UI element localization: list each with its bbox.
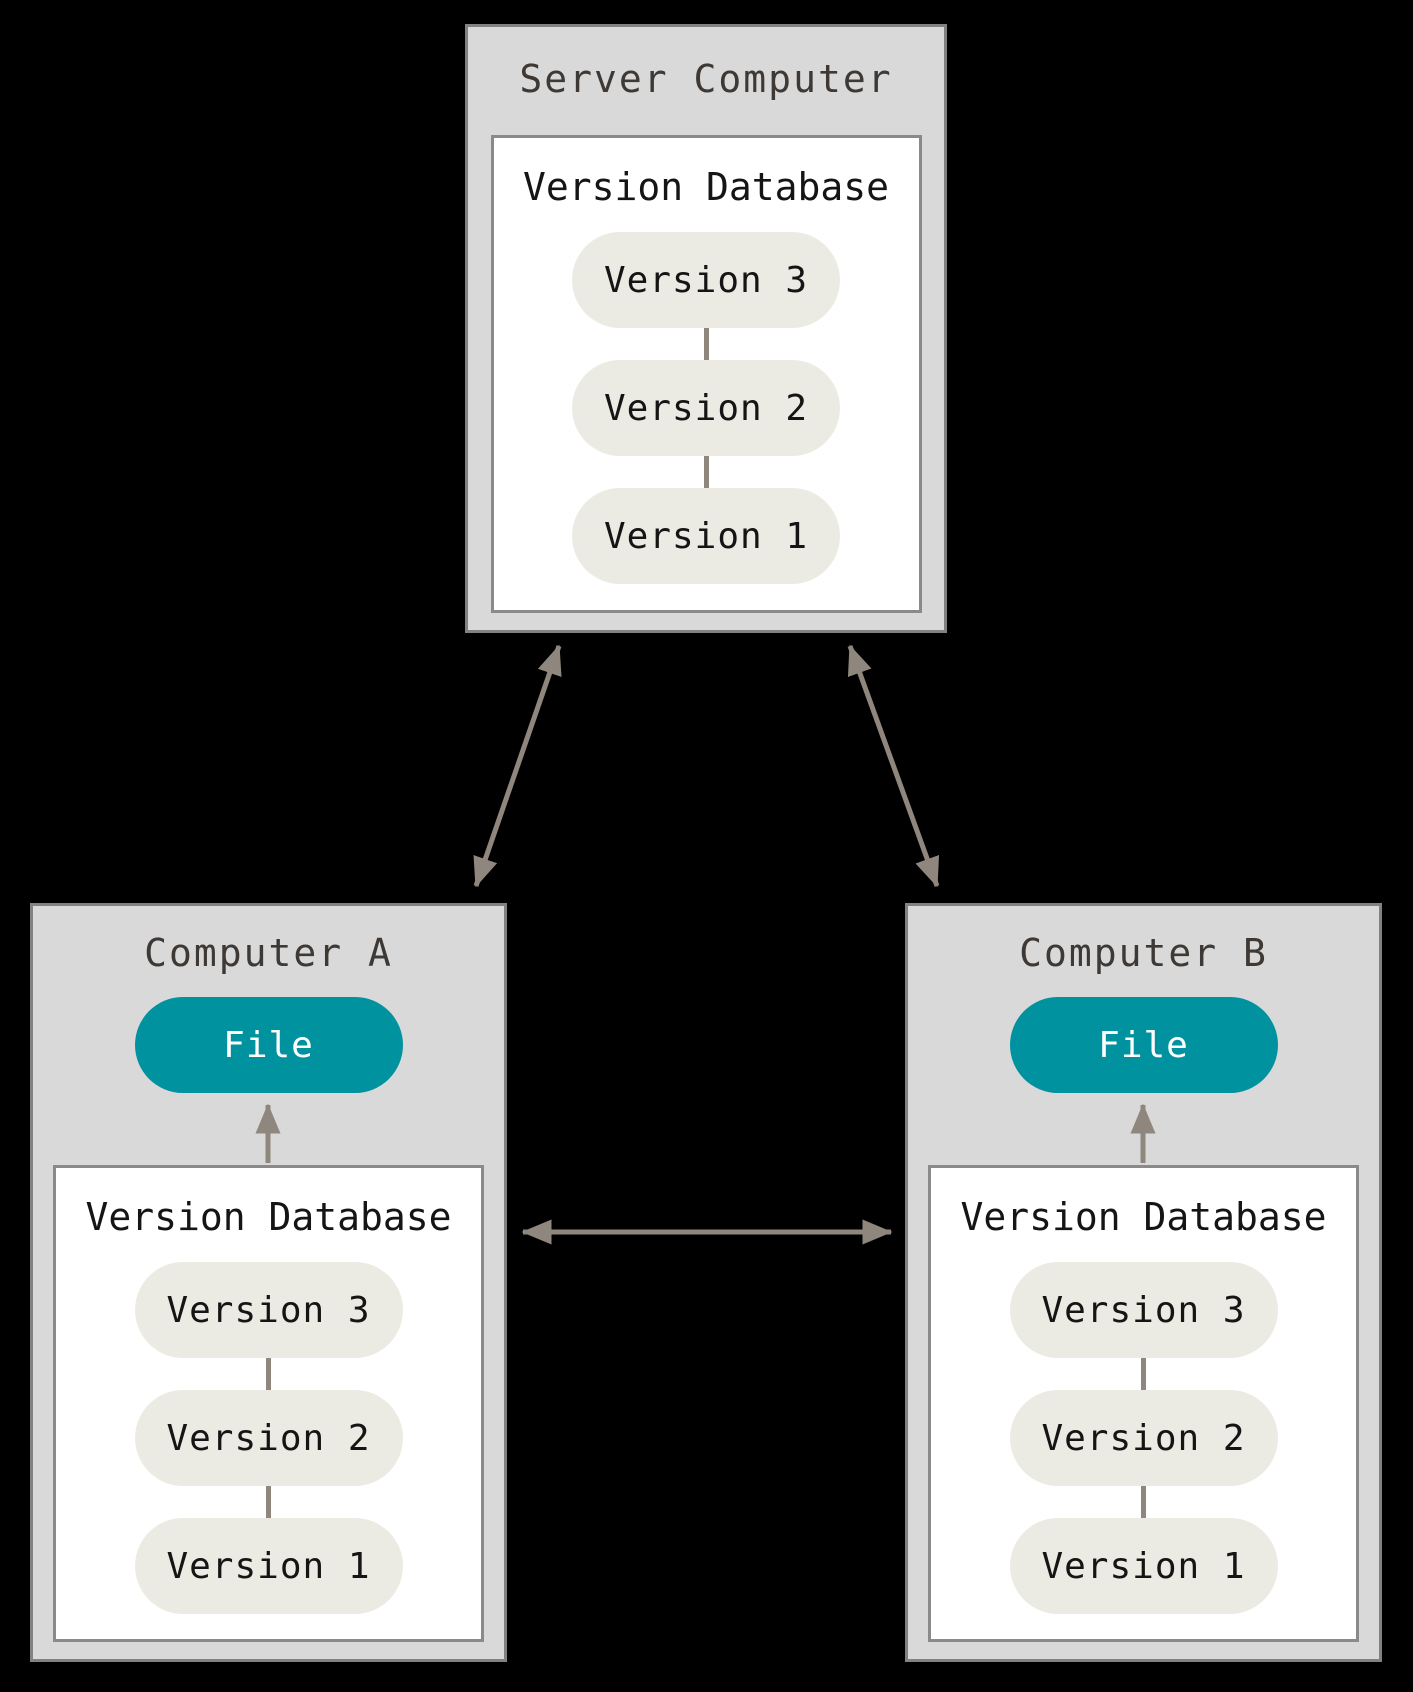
computer-a-title: Computer A	[144, 931, 393, 975]
computer-a-version-database-label: Version Database	[85, 1195, 452, 1239]
computer-b-title: Computer B	[1019, 931, 1268, 975]
computer-b-version-3-pill: Version 3	[1009, 1262, 1278, 1358]
computer-a-version-2-pill: Version 2	[134, 1390, 403, 1486]
computer-b-version-stack: Version 3 Version 2 Version 1	[931, 1262, 1356, 1614]
computer-a-version-database-box: Version Database Version 3 Version 2 Ver…	[53, 1165, 484, 1642]
server-version-database-box: Version Database Version 3 Version 2 Ver…	[490, 135, 922, 613]
version-connector-line	[266, 1486, 271, 1518]
computer-a-file-pill: File	[134, 997, 403, 1093]
computer-a-version-3-pill: Version 3	[134, 1262, 403, 1358]
computer-b-box: Computer B File Version Database Version…	[905, 903, 1382, 1662]
server-computer-title: Server Computer	[519, 57, 893, 101]
server-version-1-pill: Version 1	[572, 488, 840, 584]
server-version-3-pill: Version 3	[572, 232, 840, 328]
server-computer-box: Server Computer Version Database Version…	[465, 24, 947, 633]
computer-b-version-1-pill: Version 1	[1009, 1518, 1278, 1614]
computer-b-file-pill: File	[1009, 997, 1278, 1093]
version-connector-line	[703, 328, 709, 360]
version-connector-line	[703, 456, 709, 488]
server-version-2-pill: Version 2	[572, 360, 840, 456]
computer-a-version-stack: Version 3 Version 2 Version 1	[56, 1262, 481, 1614]
computer-b-version-database-label: Version Database	[960, 1195, 1327, 1239]
computer-b-version-2-pill: Version 2	[1009, 1390, 1278, 1486]
version-connector-line	[1141, 1358, 1146, 1390]
computer-a-version-1-pill: Version 1	[134, 1518, 403, 1614]
version-connector-line	[266, 1358, 271, 1390]
server-version-database-label: Version Database	[522, 165, 890, 209]
computer-a-box: Computer A File Version Database Version…	[30, 903, 507, 1662]
arrow-server-to-computer-b	[847, 644, 940, 888]
version-connector-line	[1141, 1486, 1146, 1518]
computer-b-version-database-box: Version Database Version 3 Version 2 Ver…	[928, 1165, 1359, 1642]
server-version-stack: Version 3 Version 2 Version 1	[494, 232, 919, 584]
arrow-server-to-computer-a	[473, 644, 562, 888]
